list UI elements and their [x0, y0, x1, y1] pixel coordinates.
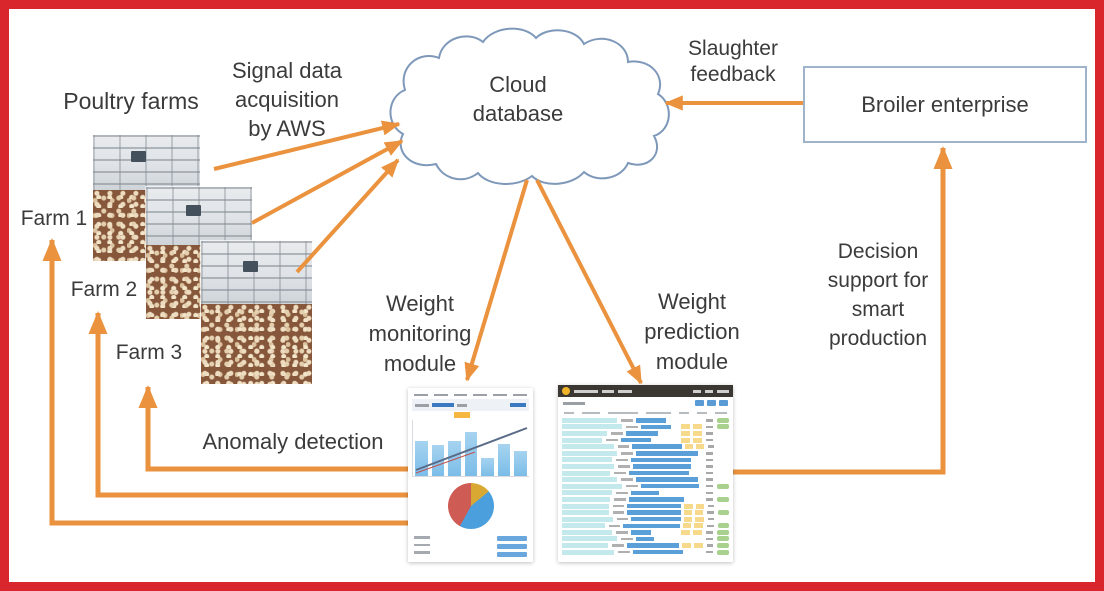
bar	[497, 443, 511, 476]
table-row	[562, 496, 729, 503]
weight-monitoring-label: Weight monitoring module	[368, 291, 472, 376]
table-row	[562, 536, 729, 543]
poultry-farms-label: Poultry farms	[63, 88, 199, 114]
bar	[514, 450, 528, 476]
slaughter-feedback-label: Slaughter feedback	[688, 37, 778, 86]
farm-2-label: Farm 2	[70, 278, 138, 301]
table-row	[562, 470, 729, 477]
prediction-rows	[558, 416, 733, 555]
signal-acquisition-label: Signal data acquisition by AWS	[231, 58, 343, 141]
bar	[431, 445, 445, 476]
trend-line	[415, 427, 528, 474]
table-row	[562, 417, 729, 424]
table-row	[562, 450, 729, 457]
pie-chart	[447, 483, 494, 529]
legend-labels	[414, 536, 430, 560]
prediction-app-titlebar	[558, 385, 733, 397]
arrow-farm2-to-cloud	[251, 139, 404, 225]
table-row	[562, 483, 729, 490]
broiler-enterprise-box: Broiler enterprise	[803, 66, 1087, 143]
cloud-database-label: Cloud database	[472, 72, 564, 126]
bar	[448, 441, 461, 476]
table-row	[562, 509, 730, 516]
table-row	[562, 516, 729, 523]
bar-series	[415, 420, 528, 476]
table-row	[562, 424, 729, 431]
bar	[464, 432, 478, 476]
farm-photo-3	[201, 241, 312, 384]
table-row	[562, 476, 729, 483]
camera-sensor-icon	[186, 205, 201, 216]
bar	[481, 458, 494, 476]
decision-support-label: Decision support for smart production	[827, 240, 929, 350]
table-row	[562, 542, 729, 549]
barn-ceiling	[201, 241, 312, 304]
table-row	[562, 503, 729, 510]
table-row	[562, 523, 729, 530]
prediction-toolbar	[558, 397, 733, 409]
farm-3-label: Farm 3	[115, 341, 183, 364]
table-row	[562, 430, 729, 437]
table-row	[562, 490, 729, 497]
weight-prediction-label: Weight prediction module	[644, 289, 740, 374]
arrow-farm3-to-cloud	[295, 158, 400, 274]
table-row	[562, 457, 729, 464]
table-row	[562, 443, 729, 450]
monitoring-dashboard-screenshot	[408, 388, 533, 562]
app-logo-icon	[562, 387, 570, 395]
table-row	[562, 437, 729, 444]
monitoring-header	[412, 399, 529, 411]
monitoring-legend	[412, 536, 529, 560]
prediction-column-headers	[558, 409, 733, 416]
table-row	[562, 529, 729, 536]
anomaly-detection-label: Anomaly detection	[202, 429, 384, 454]
barn-ceiling	[146, 187, 252, 246]
barn-ceiling	[93, 135, 200, 191]
legend-values	[497, 536, 527, 560]
monitoring-menu-bar	[412, 392, 529, 399]
camera-sensor-icon	[131, 151, 146, 162]
chicken-floor	[201, 303, 312, 384]
broiler-enterprise-label: Broiler enterprise	[861, 91, 1029, 117]
farm-1-label: Farm 1	[20, 207, 88, 230]
arrow-anomaly-to-farm3	[138, 384, 410, 472]
prediction-table-screenshot	[558, 385, 733, 562]
table-row	[562, 463, 729, 470]
table-row	[562, 549, 729, 556]
monitoring-bar-chart	[412, 420, 529, 477]
monitoring-highlight-chip	[454, 412, 470, 418]
camera-sensor-icon	[243, 261, 258, 272]
